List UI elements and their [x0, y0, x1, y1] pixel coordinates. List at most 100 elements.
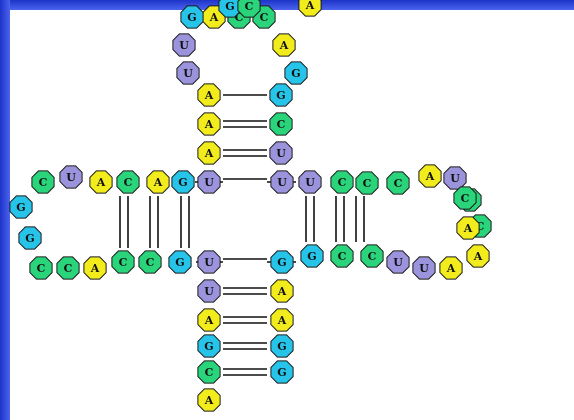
nucleotide-label: U	[276, 147, 286, 160]
nucleotide-G: G	[168, 250, 192, 274]
nucleotide-label: C	[39, 176, 48, 189]
nucleotide-label: G	[175, 256, 184, 269]
nucleotide-octagon	[269, 141, 293, 165]
nucleotide-label: C	[461, 192, 470, 205]
nucleotide-label: A	[204, 118, 214, 131]
nucleotide-octagon	[270, 250, 294, 274]
nucleotide-label: A	[277, 285, 287, 298]
nucleotide-label: A	[204, 147, 214, 160]
nucleotide-label: A	[90, 262, 100, 275]
nucleotide-octagon	[298, 0, 322, 17]
nucleotide-U: U	[443, 166, 467, 190]
nucleotide-G: G	[284, 61, 308, 85]
nucleotide-G: G	[218, 0, 242, 18]
nucleotide-octagon	[168, 250, 192, 274]
nucleotide-label: G	[25, 232, 34, 245]
nucleotide-label: A	[204, 394, 214, 407]
nucleotide-octagon	[300, 244, 324, 268]
nucleotide-A: A	[418, 164, 442, 188]
nucleotide-C: C	[116, 170, 140, 194]
nucleotide-label: U	[450, 172, 460, 185]
nucleotide-A: A	[197, 141, 221, 165]
nucleotide-octagon	[9, 195, 33, 219]
nucleotide-label: A	[209, 11, 219, 24]
nucleotide-label: A	[204, 314, 214, 327]
nucleotide-octagon	[197, 250, 221, 274]
nucleotide-label: U	[179, 39, 189, 52]
nucleotide-label: C	[235, 11, 244, 24]
nucleotide-A: A	[197, 308, 221, 332]
nucleotide-label: G	[291, 67, 300, 80]
nucleotide-G: G	[270, 250, 294, 274]
nucleotide-label: U	[66, 171, 76, 184]
nucleotide-U: U	[412, 256, 436, 280]
nucleotide-octagon	[29, 256, 53, 280]
nucleotide-octagon	[270, 279, 294, 303]
nucleotide-A: A	[298, 0, 322, 17]
nucleotide-octagon	[197, 360, 221, 384]
nucleotide-octagon	[197, 308, 221, 332]
nucleotide-octagon	[237, 0, 261, 18]
nucleotide-A: A	[197, 388, 221, 412]
nucleotide-octagon	[59, 165, 83, 189]
nucleotide-U: U	[386, 250, 410, 274]
nucleotide-label: G	[178, 176, 187, 189]
nucleotide-C: C	[197, 360, 221, 384]
nucleotide-A: A	[270, 279, 294, 303]
nucleotide-octagon	[176, 61, 200, 85]
nucleotide-label: A	[305, 0, 315, 12]
nucleotide-U: U	[197, 279, 221, 303]
nucleotide-G: G	[270, 334, 294, 358]
slide-top-bar	[0, 0, 574, 10]
nucleotide-label: U	[183, 67, 193, 80]
nucleotide-label: U	[419, 262, 429, 275]
nucleotide-C: C	[138, 250, 162, 274]
nucleotide-label: U	[204, 256, 214, 269]
nucleotide-C: C	[330, 244, 354, 268]
nucleotide-octagon	[360, 244, 384, 268]
nucleotide-octagon	[197, 112, 221, 136]
nucleotide-G: G	[270, 360, 294, 384]
nucleotide-label: C	[476, 220, 485, 233]
nucleotide-octagon	[138, 250, 162, 274]
nucleotide-U: U	[197, 170, 221, 194]
nucleotide-A: A	[146, 170, 170, 194]
nucleotide-A: A	[272, 33, 296, 57]
nucleotide-label: G	[276, 89, 285, 102]
nucleotide-C: C	[237, 0, 261, 18]
nucleotide-label: A	[279, 39, 289, 52]
nucleotide-label: C	[205, 366, 214, 379]
nucleotide-octagon	[386, 171, 410, 195]
nucleotide-C: C	[31, 170, 55, 194]
nucleotide-C: C	[386, 171, 410, 195]
nucleotide-octagon	[146, 170, 170, 194]
nucleotide-octagon	[453, 186, 477, 210]
nucleotide-A: A	[456, 216, 480, 240]
nucleotide-A: A	[83, 256, 107, 280]
nucleotide-octagon	[197, 388, 221, 412]
nucleotide-U: U	[270, 170, 294, 194]
nucleotide-label: G	[187, 11, 196, 24]
nucleotide-octagon	[456, 216, 480, 240]
nucleotide-octagon	[197, 170, 221, 194]
nucleotide-octagon	[355, 171, 379, 195]
nucleotide-label: U	[204, 176, 214, 189]
nucleotide-label: C	[37, 262, 46, 275]
nucleotide-octagon	[197, 334, 221, 358]
nucleotide-label: G	[225, 0, 234, 13]
nucleotide-octagon	[172, 33, 196, 57]
nucleotide-label: A	[153, 176, 163, 189]
nucleotide-label: A	[277, 314, 287, 327]
nucleotide-label: C	[338, 250, 347, 263]
nucleotide-G: G	[9, 195, 33, 219]
nucleotide-C: C	[56, 256, 80, 280]
nucleotide-octagon	[270, 170, 294, 194]
nucleotide-label: G	[277, 366, 286, 379]
nucleotide-octagon	[270, 308, 294, 332]
nucleotide-C: C	[453, 186, 477, 210]
nucleotide-label: U	[393, 256, 403, 269]
nucleotide-C: C	[269, 112, 293, 136]
nucleotide-octagon	[171, 170, 195, 194]
nucleotide-octagon	[56, 256, 80, 280]
nucleotide-label: U	[305, 176, 315, 189]
